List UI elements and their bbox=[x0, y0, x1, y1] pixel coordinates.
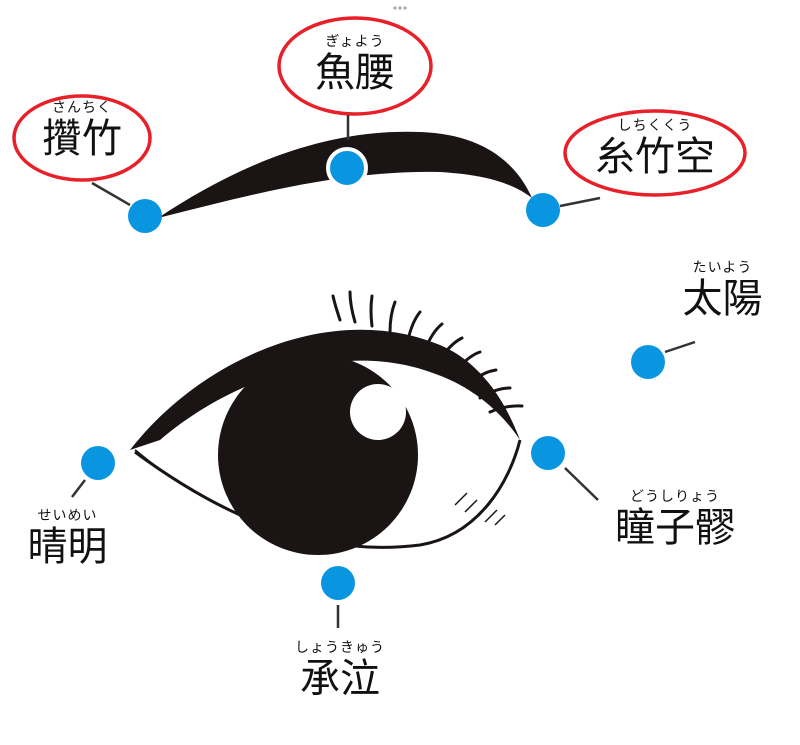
point-seimei[interactable] bbox=[81, 446, 115, 480]
label-taiyou: たいよう 太陽 bbox=[665, 260, 780, 322]
highlight-ring-sanchiku bbox=[12, 94, 152, 182]
point-name: 晴明 bbox=[27, 524, 108, 570]
furigana: ぎょよう bbox=[325, 34, 385, 50]
label-shoukyuu: しょうきゅう 承泣 bbox=[275, 640, 405, 702]
furigana: さんちく bbox=[52, 100, 112, 116]
point-shoukyuu[interactable] bbox=[321, 566, 355, 600]
point-gyoyou[interactable] bbox=[326, 147, 368, 189]
furigana: たいよう bbox=[692, 260, 753, 276]
point-name: 承泣 bbox=[300, 656, 380, 702]
highlight-ring-shichikukuu bbox=[563, 109, 747, 197]
furigana: どうしりょう bbox=[630, 489, 720, 505]
point-taiyou[interactable] bbox=[631, 345, 665, 379]
point-name: 太陽 bbox=[682, 276, 763, 322]
eye-upper-lid bbox=[130, 329, 520, 450]
furigana: しょうきゅう bbox=[295, 640, 385, 656]
point-doushiryou[interactable] bbox=[531, 436, 565, 470]
label-sanchiku: さんちく 攢竹 bbox=[22, 100, 142, 162]
label-shichikukuu: しちくくう 糸竹空 bbox=[575, 118, 735, 180]
label-seimei: せいめい 晴明 bbox=[10, 508, 125, 570]
label-doushiryou: どうしりょう 瞳子髎 bbox=[595, 489, 755, 551]
point-sanchiku[interactable] bbox=[128, 199, 162, 233]
eye-highlight bbox=[350, 384, 406, 440]
eye-lower-lid bbox=[134, 439, 522, 549]
label-gyoyou: ぎょよう 魚腰 bbox=[295, 34, 415, 96]
furigana: せいめい bbox=[37, 508, 98, 524]
more-dots-icon bbox=[393, 6, 407, 10]
iris bbox=[218, 355, 418, 555]
point-name: 魚腰 bbox=[315, 50, 395, 96]
point-name: 瞳子髎 bbox=[615, 505, 735, 551]
point-name: 攢竹 bbox=[42, 116, 122, 162]
point-name: 糸竹空 bbox=[595, 134, 715, 180]
highlight-ring-gyoyou bbox=[277, 16, 433, 116]
furigana: しちくくう bbox=[617, 118, 693, 134]
point-shichikukuu[interactable] bbox=[526, 193, 560, 227]
